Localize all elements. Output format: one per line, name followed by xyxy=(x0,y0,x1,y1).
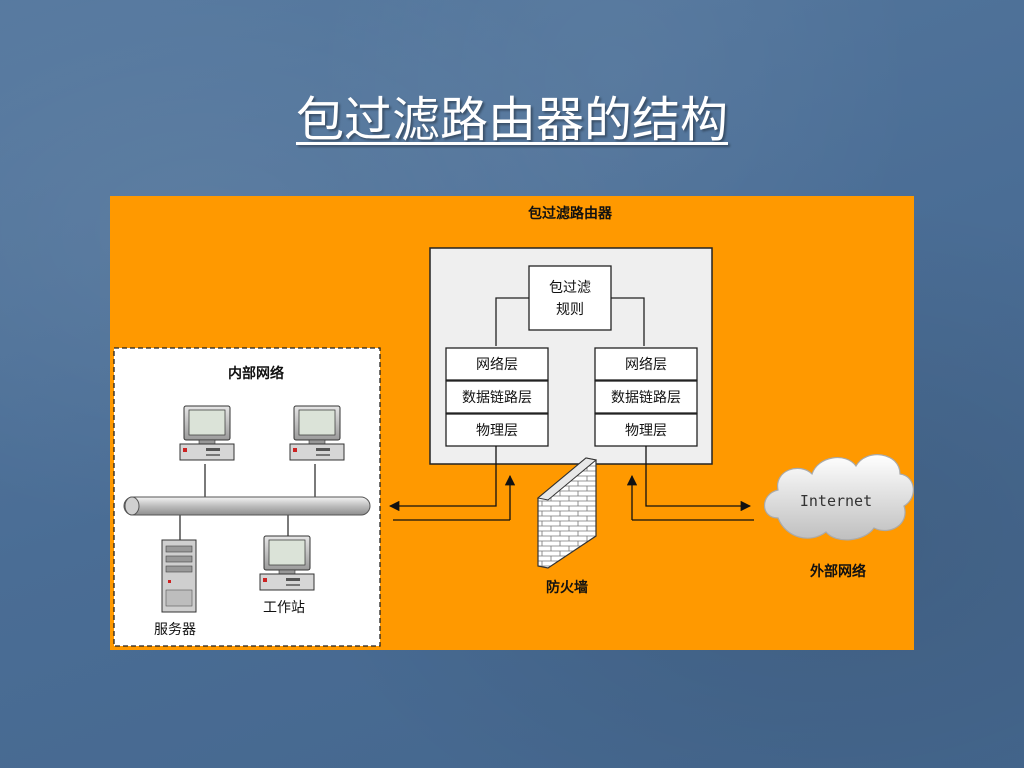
filter-rules-line2: 规则 xyxy=(556,302,584,318)
right-protocol-stack: 网络层 数据链路层 物理层 xyxy=(594,347,698,447)
slide-title-text: 包过滤路由器的结构 xyxy=(295,92,728,148)
right-physical-to-internet-arrow xyxy=(645,446,752,512)
rules-to-right-stack-line xyxy=(611,297,645,346)
external-network-label: 外部网络 xyxy=(810,563,866,580)
filter-rules-box xyxy=(528,265,612,331)
server-icon xyxy=(161,539,197,613)
firewall-label: 防火墙 xyxy=(546,579,588,596)
desktop-computer-icon xyxy=(179,405,235,461)
right-stack-network: 网络层 xyxy=(625,357,667,373)
left-stack-layer xyxy=(445,380,549,414)
left-stack-physical: 物理层 xyxy=(476,423,518,439)
internet-cloud-icon xyxy=(763,454,914,541)
filter-rules-line1: 包过滤 xyxy=(549,280,591,296)
left-stack-network: 网络层 xyxy=(476,357,518,373)
right-stack-layer xyxy=(594,380,698,414)
internal-network-label: 内部网络 xyxy=(228,365,284,382)
firewall-brick-wall-icon xyxy=(536,457,598,569)
left-protocol-stack: 网络层 数据链路层 物理层 xyxy=(445,347,549,447)
rules-to-left-stack-line xyxy=(495,297,529,346)
left-stack-layer xyxy=(445,347,549,381)
right-stack-layer xyxy=(594,413,698,447)
right-stack-datalink: 数据链路层 xyxy=(611,390,681,406)
server-label: 服务器 xyxy=(154,622,196,638)
right-stack-physical: 物理层 xyxy=(625,423,667,439)
network-bus xyxy=(123,496,371,516)
diagram-panel: 包过滤路由器 包过滤 规则 网络层 数据链路层 物理层 网络层 数据链路层 物理… xyxy=(110,196,914,650)
desktop-computer-icon xyxy=(289,405,345,461)
left-stack-datalink: 数据链路层 xyxy=(462,390,532,406)
router-title: 包过滤路由器 xyxy=(528,205,613,222)
workstation-label: 工作站 xyxy=(263,600,305,616)
right-stack-layer xyxy=(594,347,698,381)
diagram-svg: 包过滤路由器 包过滤 规则 网络层 数据链路层 物理层 网络层 数据链路层 物理… xyxy=(113,205,914,647)
left-physical-to-internal-arrow xyxy=(388,446,497,512)
slide-title: 包过滤路由器的结构 xyxy=(0,88,1024,152)
workstation-icon xyxy=(259,535,315,591)
internet-label: Internet xyxy=(800,492,872,510)
left-stack-layer xyxy=(445,413,549,447)
